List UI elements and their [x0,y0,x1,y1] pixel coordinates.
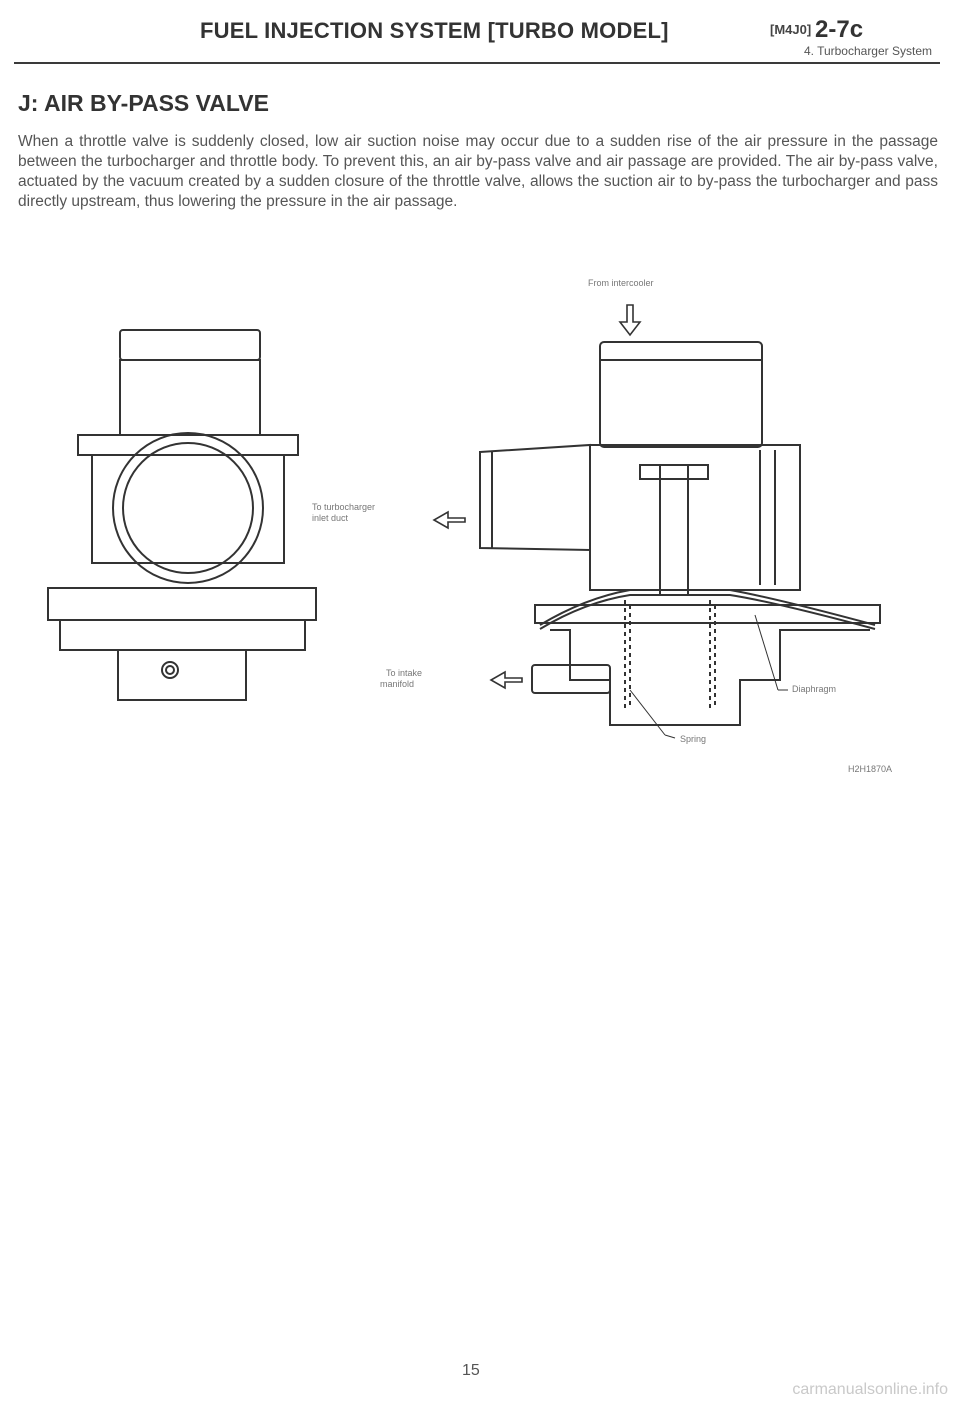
label-to-intake-line2: manifold [380,679,415,689]
watermark: carmanualsonline.info [792,1381,948,1398]
header-rule [14,62,940,64]
label-to-turbocharger-line1: To turbocharger [312,502,376,512]
page-number: 15 [462,1362,480,1379]
valve-external-view [47,329,317,701]
arrow-from-intercooler [618,304,642,337]
header-code: [M4J0] [770,22,812,37]
header-title: FUEL INJECTION SYSTEM [TURBO MODEL] [200,18,669,43]
label-to-intake-line1: To intake [386,668,423,678]
header-subtitle: 4. Turbocharger System [803,44,932,58]
label-spring: Spring [680,734,707,744]
section-title: J: AIR BY-PASS VALVE [18,90,269,116]
arrow-to-intake [489,670,523,690]
header-page-number: 2-7c [815,16,864,43]
label-to-turbocharger-line2: inlet duct [312,513,349,523]
section-body: When a throttle valve is suddenly closed… [18,133,938,210]
label-from-intercooler: From intercooler [588,278,654,288]
valve-section-view [479,341,881,726]
air-bypass-valve-figure: From intercooler To turbocharger inlet d… [40,278,940,780]
page-header: FUEL INJECTION SYSTEM [TURBO MODEL] [M4J… [0,0,960,70]
valve-drawing [47,304,881,739]
figure-code: H2H1870A [848,764,893,774]
arrow-to-turbocharger [432,510,466,530]
label-diaphragm: Diaphragm [792,684,837,694]
